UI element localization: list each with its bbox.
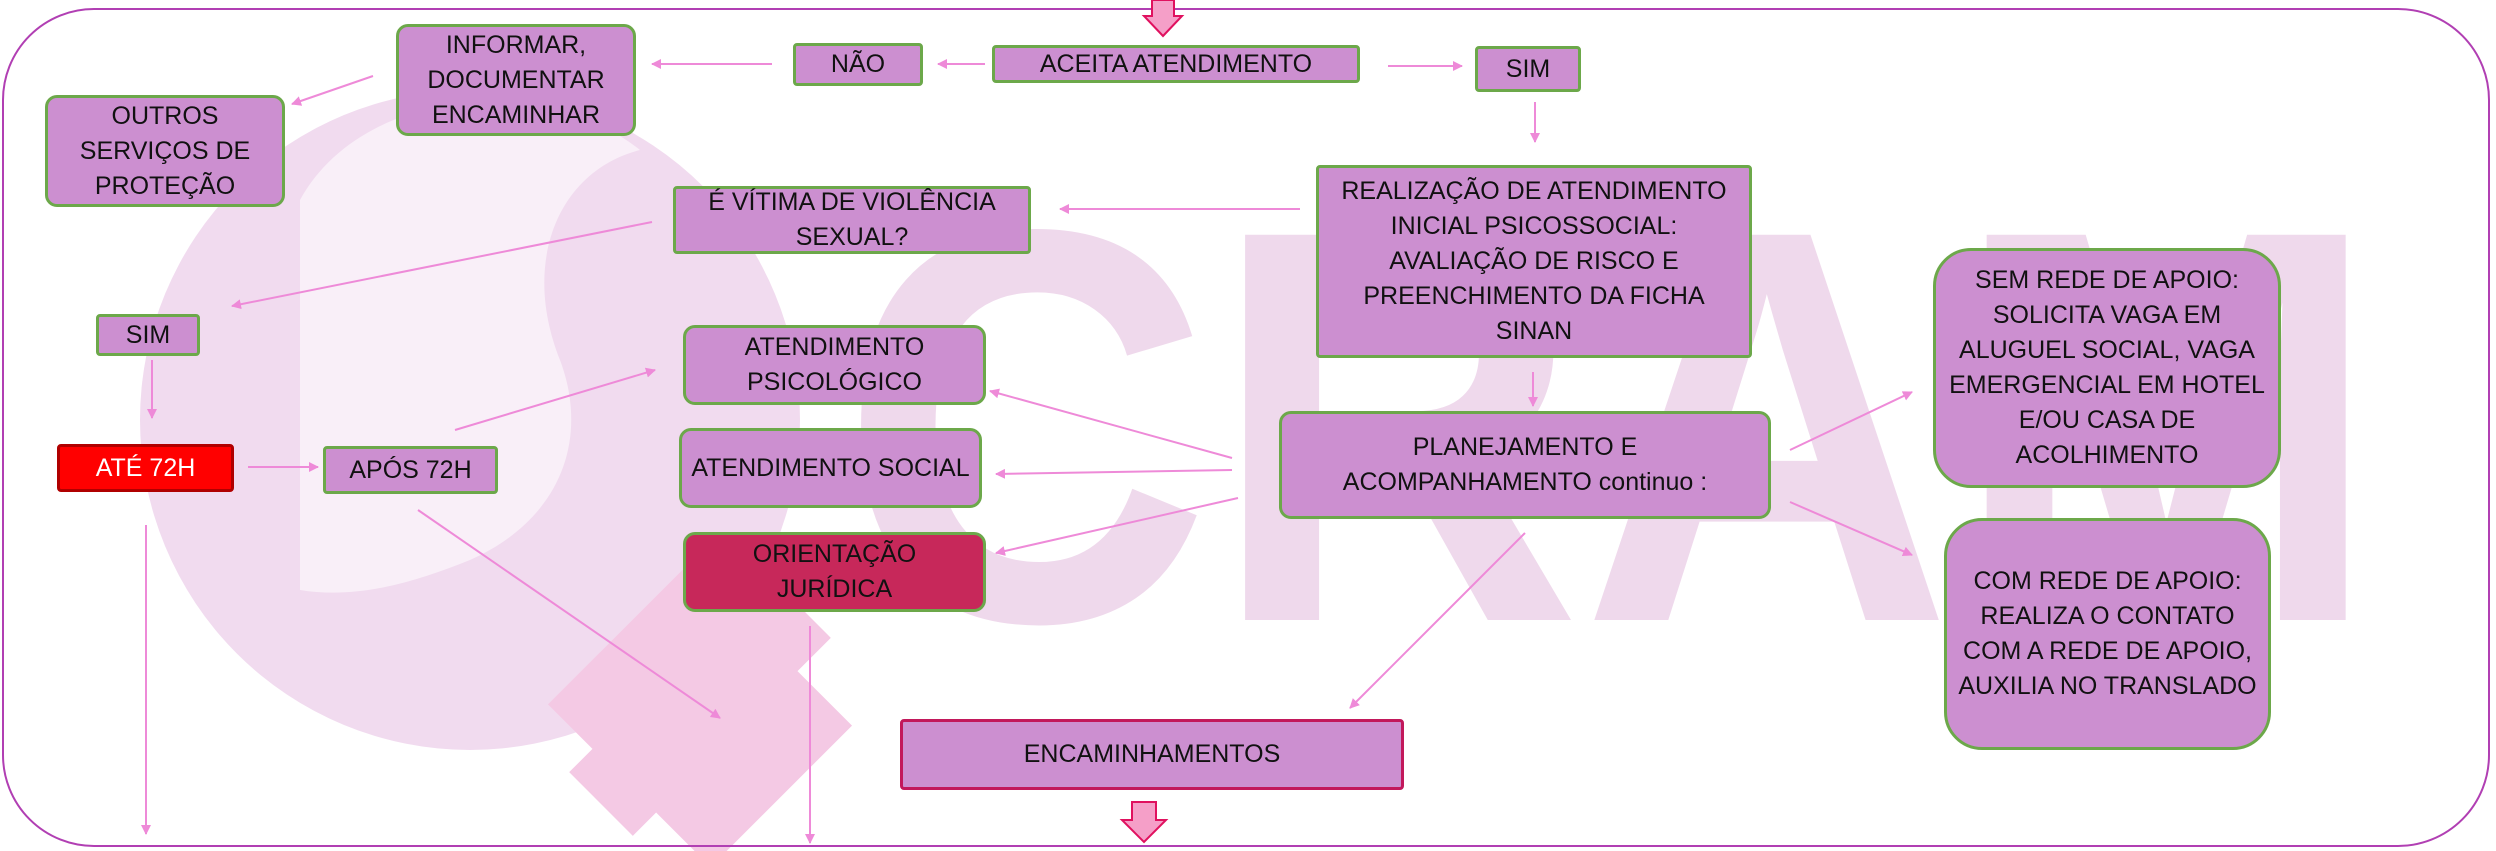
planejamento-box: PLANEJAMENTO E ACOMPANHAMENTO continuo : <box>1279 411 1771 519</box>
outros-servicos-box: OUTROS SERVIÇOS DE PROTEÇÃO <box>45 95 285 207</box>
atendimento-psicologico-box: ATENDIMENTO PSICOLÓGICO <box>683 325 986 405</box>
informar-box: INFORMAR, DOCUMENTAR ENCAMINHAR <box>396 24 636 136</box>
outer-frame <box>2 8 2490 847</box>
arrow-apos72-encaminhamentos <box>417 509 721 719</box>
realizacao-atendimento-box: REALIZAÇÃO DE ATENDIMENTO INICIAL PSICOS… <box>1316 165 1752 358</box>
arrow-planejamento-juridica <box>995 497 1239 556</box>
arrow-planejamento-psicologico <box>989 388 1233 459</box>
sim-top-box: SIM <box>1475 46 1581 92</box>
sim-left-box: SIM <box>96 314 200 356</box>
aceita-atendimento-box: ACEITA ATENDIMENTO <box>992 45 1360 83</box>
atendimento-social-box: ATENDIMENTO SOCIAL <box>679 428 982 508</box>
sem-rede-apoio-box: SEM REDE DE APOIO: SOLICITA VAGA EM ALUG… <box>1933 248 2281 488</box>
apos-72h-box: APÓS 72H <box>323 446 498 494</box>
encaminhamentos-box: ENCAMINHAMENTOS <box>900 719 1404 790</box>
nao-box: NÃO <box>793 43 923 86</box>
arrow-vitima-sim <box>231 221 653 310</box>
block-arrow-top <box>1141 0 1185 38</box>
arrow-informar-outros <box>291 75 374 106</box>
vitima-violencia-box: É VÍTIMA DE VIOLÊNCIA SEXUAL? <box>673 186 1031 254</box>
arrow-planejamento-sem-rede <box>1789 391 1913 451</box>
arrow-apos72-psicologico <box>454 367 656 431</box>
orientacao-juridica-box: ORIENTAÇÃO JURÍDICA <box>683 532 986 612</box>
arrow-planejamento-social <box>995 468 1233 479</box>
arrow-planejamento-com-rede <box>1789 501 1913 556</box>
ate-72h-box: ATÉ 72H <box>57 444 234 492</box>
block-arrow-bottom <box>1119 801 1169 844</box>
arrow-planejamento-encaminhamentos <box>1349 532 1526 709</box>
com-rede-apoio-box: COM REDE DE APOIO: REALIZA O CONTATO COM… <box>1944 518 2271 750</box>
